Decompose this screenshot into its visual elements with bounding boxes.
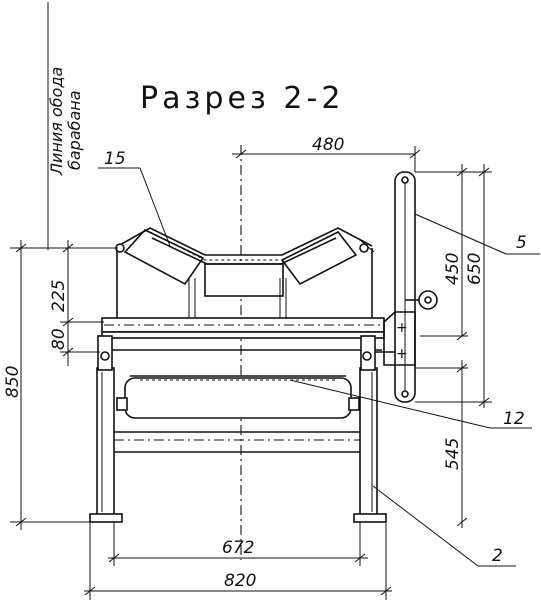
support-legs xyxy=(89,335,387,523)
right-dimensions: 450 650 545 xyxy=(415,164,492,528)
callout-5-label: 5 xyxy=(516,233,527,253)
callout-2-label: 2 xyxy=(492,546,503,566)
dim-672-label: 672 xyxy=(222,538,254,558)
left-leg xyxy=(96,367,115,517)
right-base-plate xyxy=(353,513,387,523)
right-leg xyxy=(359,367,378,517)
dim-225-label: 225 xyxy=(49,280,69,312)
callout-5: 5 xyxy=(414,213,540,255)
dim-650-label: 650 xyxy=(465,253,485,285)
dim-480-label: 480 xyxy=(312,135,344,155)
drum-rim-note-line1: Линия обода xyxy=(47,67,66,176)
side-guard: + + xyxy=(375,171,438,403)
return-roller xyxy=(116,375,360,419)
callout-12: 12 xyxy=(289,379,532,429)
bottom-dimensions: 672 820 xyxy=(84,522,392,600)
drum-rim-note: Линия обода барабана xyxy=(47,2,84,250)
callout-12-label: 12 xyxy=(503,409,525,429)
callout-15-label: 15 xyxy=(104,149,126,169)
callout-2: 2 xyxy=(372,485,516,567)
dim-545-label: 545 xyxy=(443,438,463,470)
left-wing-roller xyxy=(123,229,205,286)
dim-450-label: 450 xyxy=(443,253,463,285)
svg-text:+: + xyxy=(396,346,408,362)
dim-80-label: 80 xyxy=(49,328,69,350)
dim-820-label: 820 xyxy=(224,571,256,591)
dim-480: 480 xyxy=(232,135,421,172)
center-roller xyxy=(204,263,284,297)
callout-15: 15 xyxy=(98,149,171,247)
frame-crossbeam xyxy=(101,317,385,351)
belt-upper xyxy=(117,227,373,256)
svg-text:+: + xyxy=(396,320,408,336)
dim-850-label: 850 xyxy=(3,366,23,398)
section-title: Разрез 2-2 xyxy=(140,81,344,116)
drum-rim-note-line2: барабана xyxy=(65,90,84,170)
upper-idler-set xyxy=(115,227,375,323)
left-base-plate xyxy=(89,513,123,523)
left-dimensions: 850 225 80 xyxy=(3,240,118,530)
